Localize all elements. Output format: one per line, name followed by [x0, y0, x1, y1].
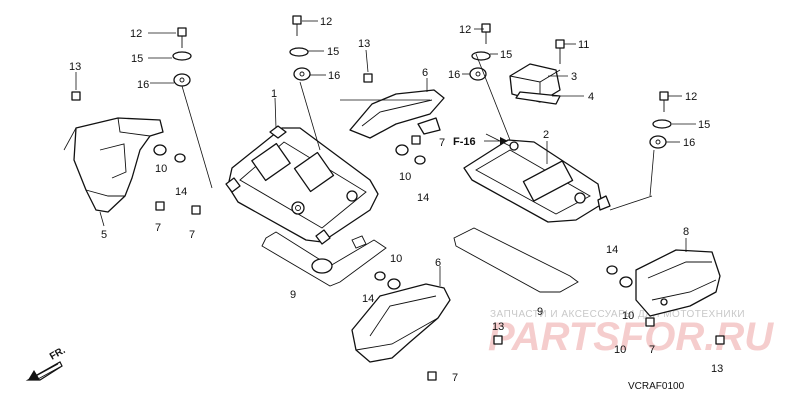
front-label: FR.	[48, 345, 68, 363]
callout-11: 11	[578, 39, 589, 51]
callout-10: 10	[390, 253, 402, 265]
callout-9: 9	[290, 289, 296, 301]
fasteners	[71, 15, 725, 381]
watermark-brand: PARTSFOR.RU	[488, 315, 774, 359]
callout-6: 6	[435, 257, 441, 269]
leader-lines	[63, 20, 696, 286]
callout-14: 14	[175, 186, 187, 198]
callout-16: 16	[448, 69, 460, 81]
callout-14: 14	[362, 293, 374, 305]
section-ref-label: F-16	[453, 136, 476, 148]
callout-16: 16	[137, 79, 149, 91]
callout-7: 7	[155, 222, 161, 234]
gasket-right	[453, 227, 579, 293]
callout-1: 1	[271, 88, 277, 100]
callout-16: 16	[683, 137, 695, 149]
watermark: PARTSFOR.RU ЗАПЧАСТИ И АКСЕССУАРЫ ДЛЯ МО…	[488, 309, 774, 359]
callout-4: 4	[588, 91, 594, 103]
callout-7: 7	[649, 344, 655, 356]
callout-12: 12	[459, 24, 471, 36]
callout-7: 7	[189, 229, 195, 241]
callout-6: 6	[422, 67, 428, 79]
callout-10: 10	[614, 344, 626, 356]
upper-bracket	[349, 89, 445, 139]
callout-13: 13	[358, 38, 370, 50]
section-ref-f16: F-16	[453, 136, 508, 148]
head-cover-1	[225, 125, 379, 245]
front-direction-arrow: FR.	[25, 345, 68, 381]
callout-16: 16	[328, 70, 340, 82]
lower-bracket	[351, 283, 451, 363]
callout-15: 15	[698, 119, 710, 131]
callout-10: 10	[155, 163, 167, 175]
callout-7: 7	[452, 372, 458, 384]
watermark-tagline: ЗАПЧАСТИ И АКСЕССУАРЫ ДЛЯ МОТОТЕХНИКИ	[490, 309, 745, 320]
callout-14: 14	[606, 244, 618, 256]
callout-12: 12	[130, 28, 142, 40]
control-module	[509, 63, 561, 105]
callout-12: 12	[685, 91, 697, 103]
head-cover-2	[463, 139, 611, 223]
right-side-cover	[635, 249, 721, 317]
callout-12: 12	[320, 16, 332, 28]
grommet	[311, 258, 333, 274]
callout-3: 3	[571, 71, 577, 83]
callout-9: 9	[537, 306, 543, 318]
callout-15: 15	[327, 46, 339, 58]
callout-2: 2	[543, 129, 549, 141]
left-side-cover	[73, 117, 164, 213]
callout-14: 14	[417, 192, 429, 204]
callout-10: 10	[622, 310, 634, 322]
callout-15: 15	[131, 53, 143, 65]
callout-8: 8	[683, 226, 689, 238]
callout-13: 13	[69, 61, 81, 73]
callout-10: 10	[399, 171, 411, 183]
diagram-code: VCRAF0100	[628, 381, 685, 392]
callout-13: 13	[711, 363, 723, 375]
callouts: 12 15 16 12 15 16 13 6 1 12 15 16 11 3 4…	[69, 16, 723, 384]
gasket-left	[261, 231, 387, 287]
callout-13: 13	[492, 321, 504, 333]
callout-15: 15	[500, 49, 512, 61]
callout-7: 7	[439, 137, 445, 149]
callout-5: 5	[101, 229, 107, 241]
